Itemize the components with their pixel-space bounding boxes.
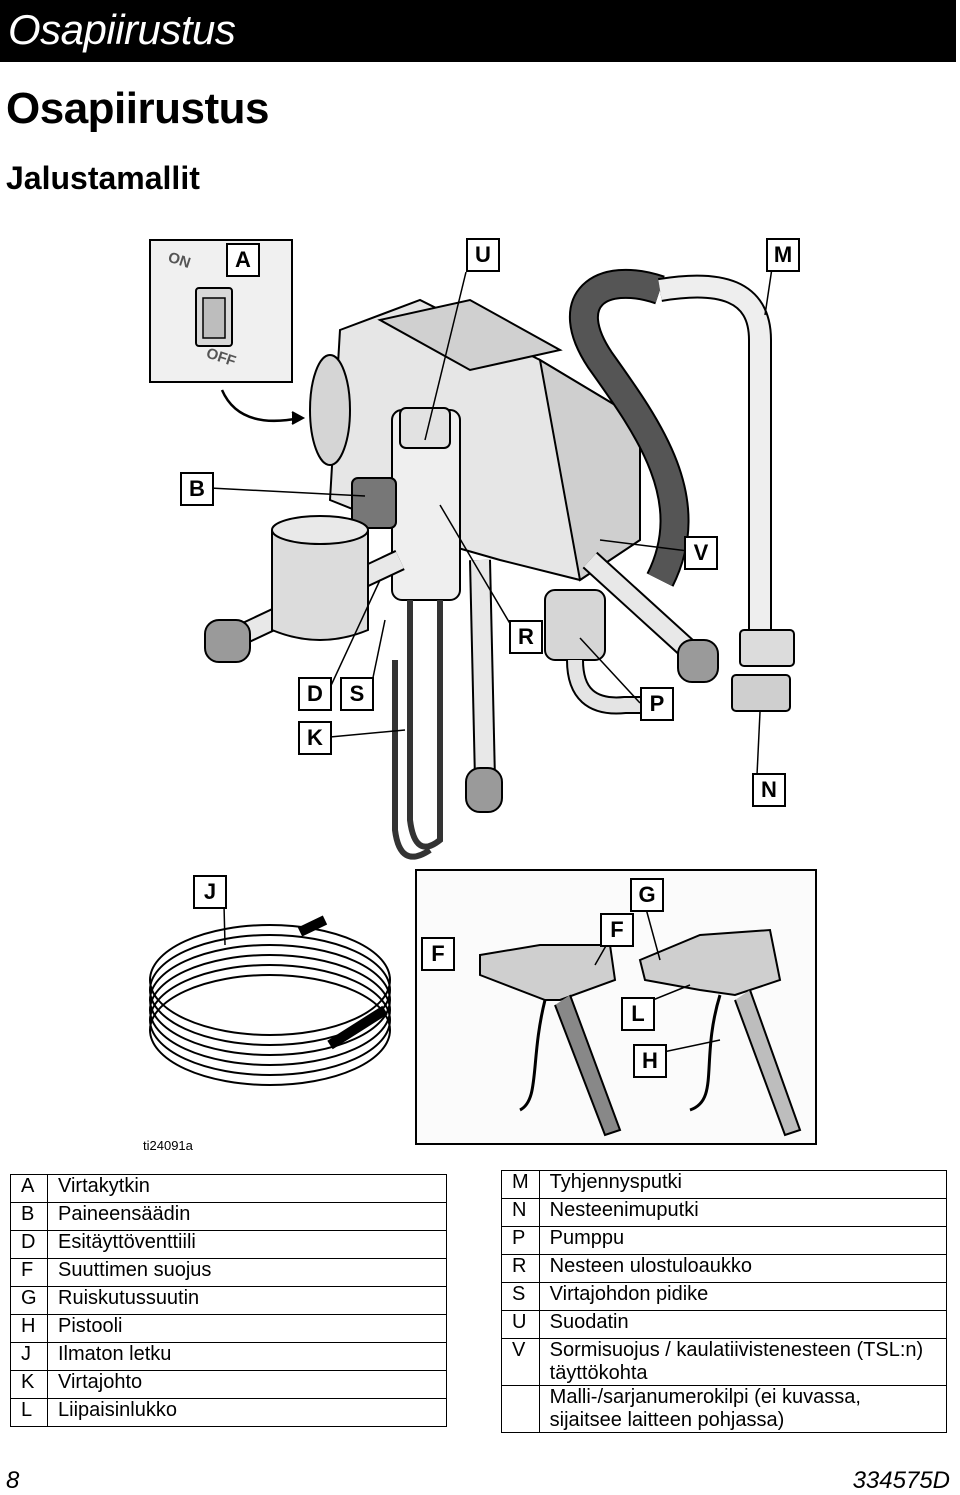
callout-l: L xyxy=(621,997,655,1031)
page-number: 8 xyxy=(6,1467,20,1494)
legend-label: Sormisuojus / kaulatiivistenesteen (TSL:… xyxy=(538,1338,948,1386)
parts-illustration xyxy=(149,239,817,1145)
document-code: 334575D xyxy=(852,1467,950,1494)
legend-key: D xyxy=(10,1230,48,1259)
callout-d: D xyxy=(298,677,332,711)
legend-label: Paineensäädin xyxy=(47,1202,447,1231)
legend-key: M xyxy=(501,1170,540,1199)
legend-label: Suuttimen suojus xyxy=(47,1258,447,1287)
legend-label: Ilmaton letku xyxy=(47,1342,447,1371)
legend-key: A xyxy=(10,1174,48,1203)
legend-label: Virtajohto xyxy=(47,1370,447,1399)
legend-label: Pumppu xyxy=(538,1226,948,1255)
legend-key xyxy=(501,1385,540,1433)
legend-key: S xyxy=(501,1282,540,1311)
page-title: Osapiirustus xyxy=(6,84,269,133)
legend-key: F xyxy=(10,1258,48,1287)
legend-label: Ruiskutussuutin xyxy=(47,1286,447,1315)
callout-n: N xyxy=(752,773,786,807)
legend-key: U xyxy=(501,1310,540,1339)
header-bar: Osapiirustus xyxy=(0,0,956,62)
callout-h: H xyxy=(633,1044,667,1078)
callout-f-1: F xyxy=(421,937,455,971)
callout-b: B xyxy=(180,472,214,506)
legend-label: Virtakytkin xyxy=(47,1174,447,1203)
callout-a: A xyxy=(226,243,260,277)
callout-p: P xyxy=(640,687,674,721)
callout-f-2: F xyxy=(600,913,634,947)
legend-label: Esitäyttöventtiili xyxy=(47,1230,447,1259)
legend-key: G xyxy=(10,1286,48,1315)
legend-key: R xyxy=(501,1254,540,1283)
section-title: Jalustamallit xyxy=(6,160,200,196)
callout-g: G xyxy=(630,878,664,912)
legend-key: B xyxy=(10,1202,48,1231)
legend-row: Malli-/sarjanumerokilpi (ei kuvassa, sij… xyxy=(501,1385,948,1433)
legend-label: Pistooli xyxy=(47,1314,447,1343)
callout-r: R xyxy=(509,620,543,654)
pump xyxy=(544,589,606,661)
legend-key: H xyxy=(10,1314,48,1343)
legend-label: Malli-/sarjanumerokilpi (ei kuvassa, sij… xyxy=(538,1385,948,1433)
legend-key: N xyxy=(501,1198,540,1227)
callout-m: M xyxy=(766,238,800,272)
airless-hose xyxy=(149,924,391,1086)
legend-label: Nesteen ulostuloaukko xyxy=(538,1254,948,1283)
legend-label: Liipaisinlukko xyxy=(47,1398,447,1427)
header-title: Osapiirustus xyxy=(8,6,236,53)
legend-key: V xyxy=(501,1338,540,1386)
legend-key: P xyxy=(501,1226,540,1255)
callout-s: S xyxy=(340,677,374,711)
legend-key: J xyxy=(10,1342,48,1371)
legend-label: Nesteenimuputki xyxy=(538,1198,948,1227)
callout-k: K xyxy=(298,721,332,755)
callout-u: U xyxy=(466,238,500,272)
legend-label: Tyhjennysputki xyxy=(538,1170,948,1199)
callout-j: J xyxy=(193,875,227,909)
legend-key: K xyxy=(10,1370,48,1399)
legend-label: Suodatin xyxy=(538,1310,948,1339)
figure-id: ti24091a xyxy=(143,1138,193,1153)
legend-key: L xyxy=(10,1398,48,1427)
legend-label: Virtajohdon pidike xyxy=(538,1282,948,1311)
callout-v: V xyxy=(684,536,718,570)
